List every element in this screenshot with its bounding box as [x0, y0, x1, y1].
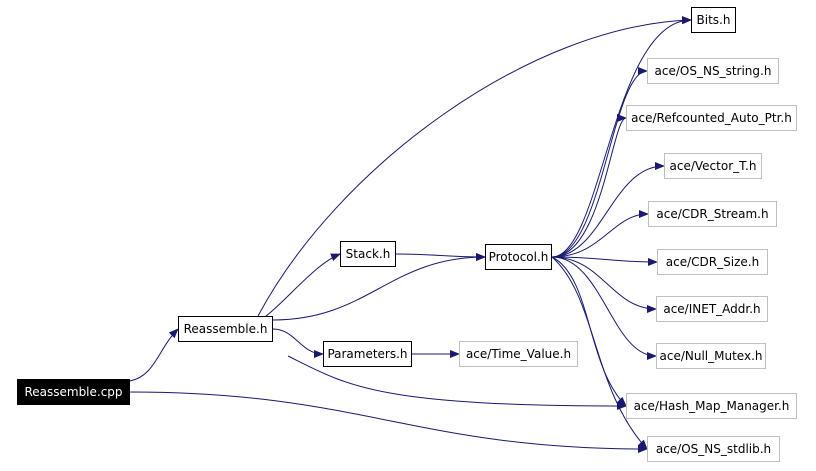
- edge-reassemble-h-to-bits-h: [257, 16, 692, 317]
- edge-protocol-h-to-os-ns-stdlib: [551, 256, 648, 450]
- node-cdr-stream[interactable]: ace/CDR_Stream.h: [648, 201, 777, 227]
- edge-reassemble-h-to-stack-h: [265, 253, 341, 317]
- edge-protocol-h-to-cdr-size: [551, 256, 658, 266]
- node-reassemble-cpp[interactable]: Reassemble.cpp: [17, 379, 130, 405]
- node-parameters-h[interactable]: Parameters.h: [323, 341, 412, 367]
- node-reassemble-h[interactable]: Reassemble.h: [178, 316, 273, 342]
- node-cdr-size[interactable]: ace/CDR_Size.h: [657, 249, 768, 275]
- node-hash-map[interactable]: ace/Hash_Map_Manager.h: [626, 393, 797, 419]
- edge-reassemble-cpp-to-os-ns-stdlib: [129, 391, 648, 453]
- node-inet-addr[interactable]: ace/INET_Addr.h: [656, 296, 768, 322]
- edge-reassemble-h-to-hash-map: [287, 355, 627, 410]
- node-time-value[interactable]: ace/Time_Value.h: [459, 341, 578, 367]
- node-vector-t[interactable]: ace/Vector_T.h: [664, 153, 762, 179]
- node-null-mutex[interactable]: ace/Null_Mutex.h: [656, 343, 766, 369]
- node-protocol-h[interactable]: Protocol.h: [485, 244, 552, 270]
- node-os-ns-stdlib[interactable]: ace/OS_NS_stdlib.h: [647, 436, 780, 462]
- edge-reassemble-h-to-parameters-h: [272, 328, 324, 358]
- node-stack-h[interactable]: Stack.h: [340, 241, 396, 267]
- edge-protocol-h-to-cdr-stream: [551, 210, 649, 258]
- edge-protocol-h-to-vector-t: [551, 162, 665, 258]
- edge-reassemble-h-to-protocol-h: [272, 253, 486, 321]
- edge-protocol-h-to-bits-h: [551, 16, 692, 258]
- node-bits-h[interactable]: Bits.h: [691, 7, 736, 33]
- edge-protocol-h-to-os-ns-string: [551, 67, 648, 258]
- edge-protocol-h-to-refcounted: [551, 114, 627, 258]
- node-refcounted[interactable]: ace/Refcounted_Auto_Ptr.h: [626, 105, 797, 131]
- edge-protocol-h-to-null-mutex: [551, 256, 657, 360]
- edge-protocol-h-to-inet-addr: [551, 256, 657, 313]
- node-os-ns-string[interactable]: ace/OS_NS_string.h: [647, 58, 779, 84]
- edge-stack-h-to-protocol-h: [395, 252, 486, 261]
- edge-reassemble-cpp-to-reassemble-h: [129, 328, 179, 382]
